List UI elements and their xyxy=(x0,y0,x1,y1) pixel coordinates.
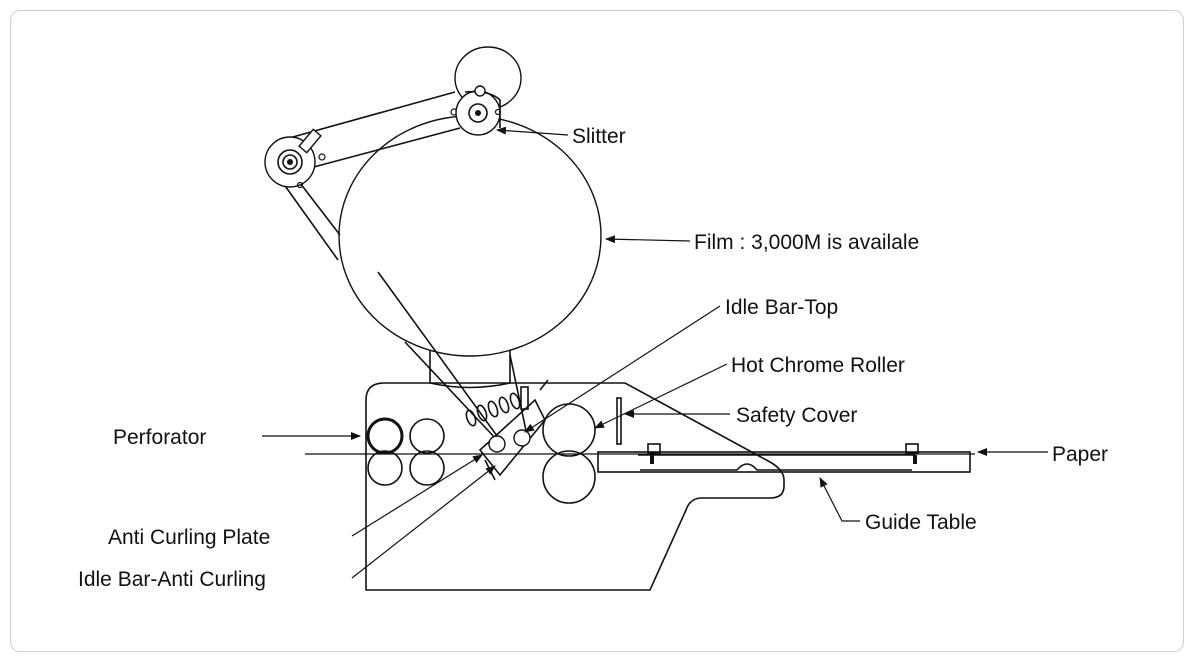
label-anti-curling-plate: Anti Curling Plate xyxy=(108,526,270,549)
safety-cover-bar xyxy=(616,397,622,445)
label-safety-cover: Safety Cover xyxy=(736,404,857,427)
film-roll xyxy=(338,115,602,357)
guide-table xyxy=(597,443,971,473)
slitter-arm xyxy=(264,46,522,261)
label-idle-bar-top: Idle Bar-Top xyxy=(725,296,838,319)
label-perforator: Perforator xyxy=(113,426,206,449)
small-rollers xyxy=(465,386,529,427)
label-slitter: Slitter xyxy=(572,125,626,148)
anti-curling-assembly xyxy=(478,379,549,481)
label-hot-chrome-roller: Hot Chrome Roller xyxy=(731,354,905,377)
label-film: Film : 3,000M is availale xyxy=(694,231,919,254)
leader-lines xyxy=(262,126,1048,579)
label-paper: Paper xyxy=(1052,443,1108,466)
machine-body xyxy=(365,382,785,591)
label-guide-table: Guide Table xyxy=(865,511,977,534)
perforator-rollers xyxy=(366,417,445,486)
label-idle-bar-anti-curling: Idle Bar-Anti Curling xyxy=(78,568,266,591)
diagram-frame xyxy=(10,10,1184,652)
